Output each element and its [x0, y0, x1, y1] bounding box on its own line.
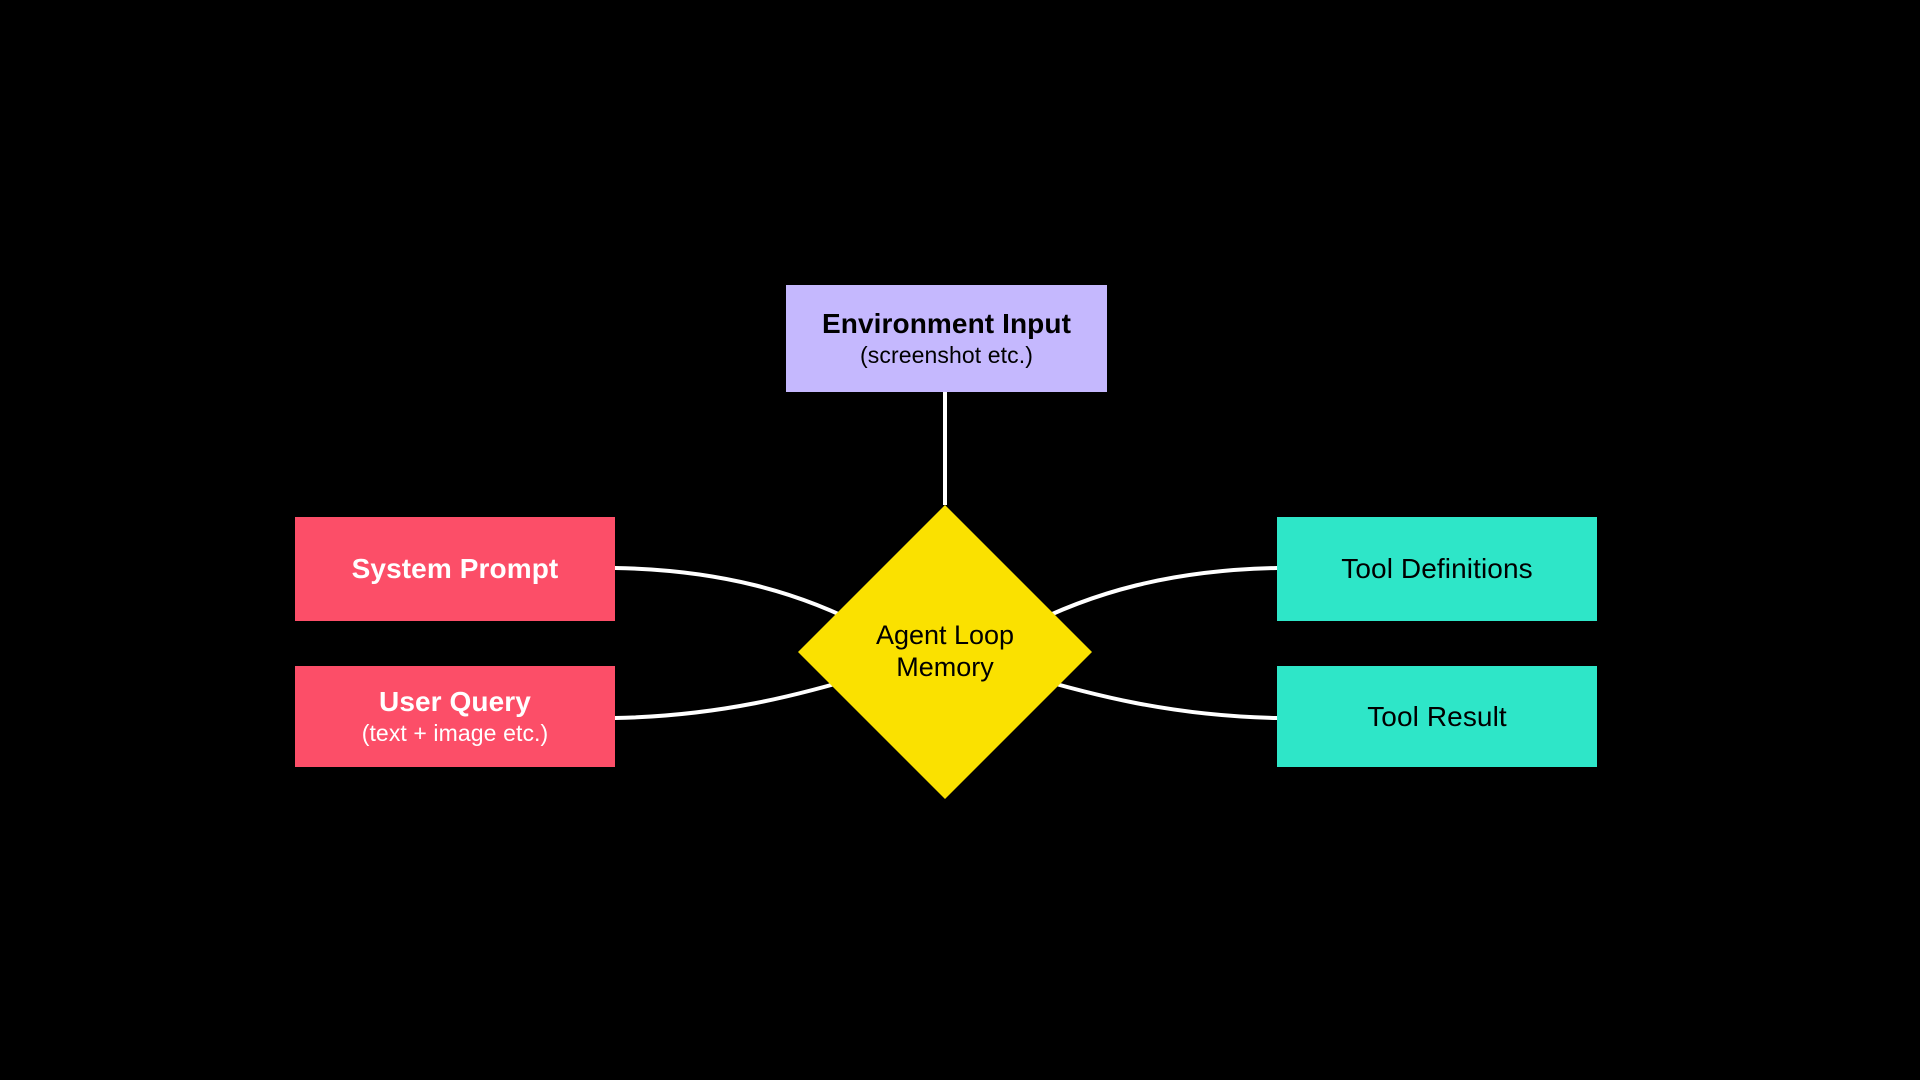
node-tool-definitions[interactable]: Tool Definitions: [1277, 517, 1597, 621]
node-environment-input-subtitle: (screenshot etc.): [860, 342, 1033, 369]
node-user-query-title: User Query: [379, 685, 531, 717]
node-user-query[interactable]: User Query (text + image etc.): [295, 666, 615, 767]
node-environment-input-title: Environment Input: [821, 307, 1072, 339]
node-tool-definitions-title: Tool Definitions: [1341, 553, 1533, 585]
node-system-prompt-title: System Prompt: [351, 553, 559, 585]
node-agent-loop-memory[interactable]: Agent Loop Memory: [798, 505, 1092, 799]
node-user-query-subtitle: (text + image etc.): [361, 720, 549, 747]
node-agent-loop-memory-line1: Agent Loop: [875, 620, 1015, 651]
node-agent-loop-memory-line2: Memory: [896, 652, 994, 682]
node-environment-input[interactable]: Environment Input (screenshot etc.): [786, 285, 1107, 392]
node-tool-result[interactable]: Tool Result: [1277, 666, 1597, 767]
node-system-prompt[interactable]: System Prompt: [295, 517, 615, 621]
node-tool-result-title: Tool Result: [1367, 700, 1507, 732]
